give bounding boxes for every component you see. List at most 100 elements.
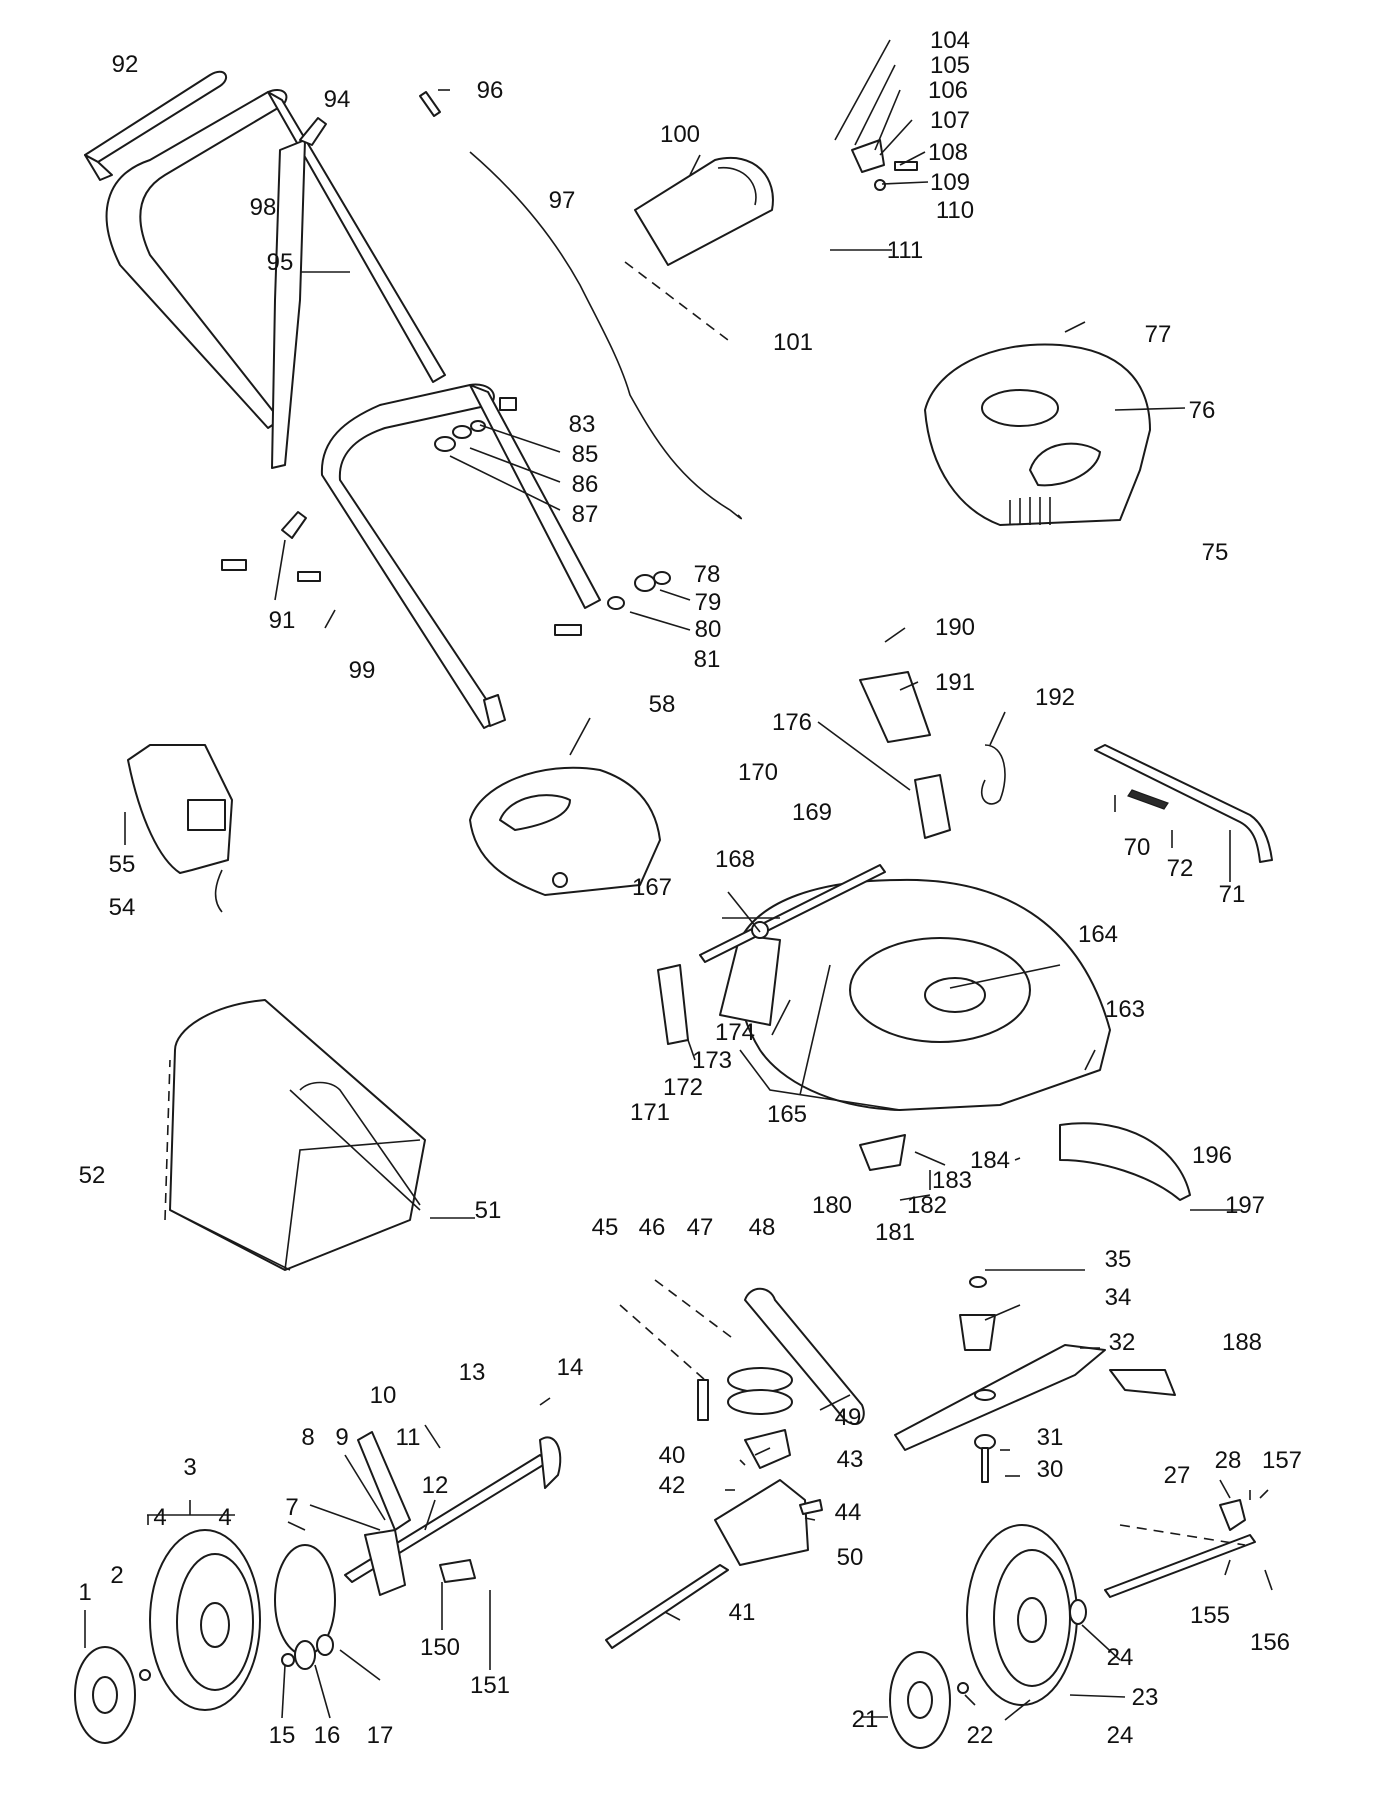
callout-111: 111 [887, 237, 923, 264]
bracket-176 [914, 774, 951, 839]
callout-85: 85 [572, 441, 599, 468]
callout-150: 150 [420, 1634, 460, 1661]
callout-99: 99 [349, 657, 376, 684]
callout-44: 44 [835, 1499, 862, 1526]
callout-87: 87 [572, 501, 599, 528]
callout-107: 107 [930, 107, 970, 134]
callout-28: 28 [1215, 1447, 1242, 1474]
lower-handle [320, 383, 601, 729]
leader-lines [84, 39, 1273, 1721]
callout-171: 171 [630, 1099, 670, 1126]
callout-14: 14 [557, 1354, 584, 1381]
callout-164: 164 [1078, 921, 1118, 948]
callout-151: 151 [470, 1672, 510, 1699]
callout-16: 16 [314, 1722, 341, 1749]
callout-196: 196 [1192, 1142, 1232, 1169]
callout-75: 75 [1202, 539, 1229, 566]
mower-deck-163 [719, 878, 1111, 1111]
blade-32 [894, 1344, 1106, 1451]
callout-80: 80 [695, 616, 722, 643]
callout-110: 110 [936, 197, 974, 224]
callout-165: 165 [767, 1101, 807, 1128]
handle-crossbar [84, 70, 228, 181]
wheel-left-2 [149, 1529, 261, 1711]
pulleys-45-46 [697, 1367, 793, 1421]
callout-40: 40 [659, 1442, 686, 1469]
callout-labels: 104 105 106 107 108 109 110 111 100 101 … [78, 27, 1302, 1749]
bracket-180-184 [859, 1134, 906, 1171]
guard-191 [859, 671, 931, 743]
bolt-83 [499, 397, 517, 411]
callout-71: 71 [1219, 881, 1246, 908]
callout-104: 104 [930, 27, 970, 54]
callout-72: 72 [1167, 855, 1194, 882]
callout-190: 190 [935, 614, 975, 641]
hubcap-right-21 [889, 1651, 951, 1749]
callout-52: 52 [79, 1162, 106, 1189]
callout-168: 168 [715, 846, 755, 873]
handle-tube-95 [271, 139, 306, 469]
callout-42: 42 [659, 1472, 686, 1499]
callout-34: 34 [1105, 1284, 1132, 1311]
callout-191: 191 [935, 669, 975, 696]
callout-46: 46 [639, 1214, 666, 1241]
callout-12: 12 [422, 1472, 449, 1499]
callout-48: 48 [749, 1214, 776, 1241]
callout-7: 7 [285, 1494, 298, 1521]
callout-4-left: 4 [153, 1504, 166, 1531]
callout-79: 79 [695, 589, 722, 616]
callout-35: 35 [1105, 1246, 1132, 1273]
wheel-right-23 [966, 1524, 1078, 1706]
callout-8: 8 [301, 1424, 314, 1451]
callout-30: 30 [1037, 1456, 1064, 1483]
grass-catcher-51 [169, 999, 426, 1271]
blade-adapter-34 [959, 1276, 996, 1351]
upper-handle-bar [105, 88, 446, 429]
callout-182: 182 [907, 1192, 947, 1219]
callout-97: 97 [549, 187, 576, 214]
throttle-cable-97 [469, 151, 742, 520]
callout-101: 101 [773, 329, 813, 356]
rear-cover-58 [469, 766, 661, 896]
engine-75 [924, 343, 1151, 526]
height-lever-10 [357, 1431, 411, 1531]
callout-163: 163 [1105, 996, 1145, 1023]
callout-58: 58 [649, 691, 676, 718]
callout-54: 54 [109, 894, 136, 921]
callout-13: 13 [459, 1359, 486, 1386]
transmission-41 [605, 1429, 823, 1649]
callout-77: 77 [1145, 321, 1172, 348]
callout-183: 183 [932, 1167, 972, 1194]
callout-43: 43 [837, 1446, 864, 1473]
callout-181: 181 [875, 1219, 915, 1246]
callout-81: 81 [694, 646, 721, 673]
callout-9: 9 [335, 1424, 348, 1451]
callout-23: 23 [1132, 1684, 1159, 1711]
knob-washers-78-80 [554, 571, 671, 636]
callout-155: 155 [1190, 1602, 1230, 1629]
callout-4-right: 4 [218, 1504, 231, 1531]
callout-176: 176 [772, 709, 812, 736]
bushings-15-17 [139, 1634, 334, 1681]
callout-98: 98 [250, 194, 277, 221]
callout-31: 31 [1037, 1424, 1064, 1451]
callout-24-upper: 24 [1107, 1644, 1134, 1671]
callout-96: 96 [477, 77, 504, 104]
callout-50: 50 [837, 1544, 864, 1571]
axle-right-27 [1104, 1499, 1256, 1598]
callout-32: 32 [1109, 1329, 1136, 1356]
hubcap-left-1 [74, 1646, 136, 1744]
callout-45: 45 [592, 1214, 619, 1241]
callout-197: 197 [1225, 1192, 1265, 1219]
callout-184: 184 [970, 1147, 1010, 1174]
drive-belt-47 [744, 1287, 865, 1425]
callout-105: 105 [930, 52, 970, 79]
callout-180: 180 [812, 1192, 852, 1219]
callout-51: 51 [475, 1197, 502, 1224]
callout-100: 100 [660, 121, 700, 148]
callout-94: 94 [324, 86, 351, 113]
height-adjuster-173 [657, 964, 689, 1045]
callout-24-lower: 24 [1107, 1722, 1134, 1749]
callout-3: 3 [183, 1454, 196, 1481]
callout-76: 76 [1189, 397, 1216, 424]
